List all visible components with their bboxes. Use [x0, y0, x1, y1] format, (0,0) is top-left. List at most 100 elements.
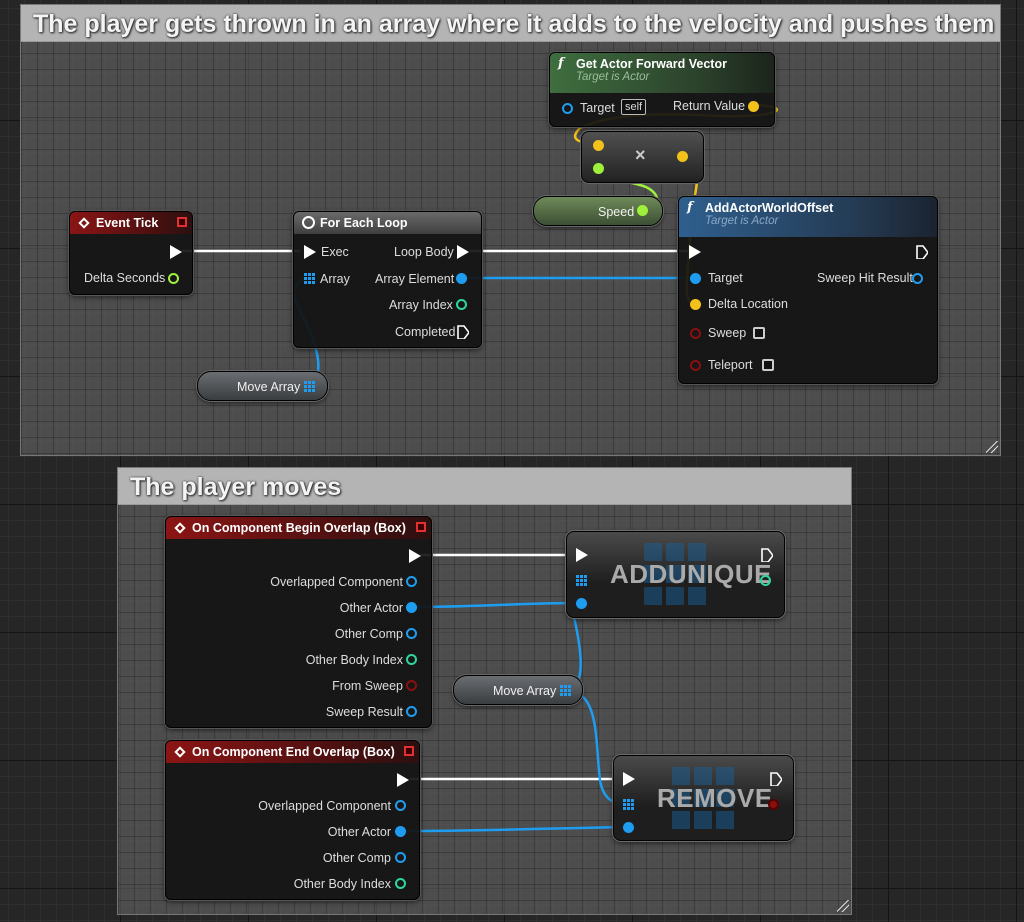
item-in-pin[interactable]: [623, 822, 634, 833]
array-watermark-icon: [672, 767, 734, 829]
array-grid-icon[interactable]: [623, 799, 634, 810]
pin-label: Other Actor: [339, 601, 403, 615]
exec-out-pin[interactable]: [397, 773, 409, 787]
resize-handle-icon[interactable]: [986, 441, 998, 453]
event-marker-icon: [177, 217, 187, 227]
exec-in-pin[interactable]: [304, 245, 316, 259]
end-overlap-title: On Component End Overlap (Box): [192, 745, 395, 759]
teleport-label: Teleport: [708, 358, 753, 372]
other-actor-pin[interactable]: [395, 826, 406, 837]
delta-location-pin[interactable]: [690, 299, 701, 310]
pin-label: Overlapped Component: [258, 799, 391, 813]
other-body-index-pin[interactable]: [395, 878, 406, 889]
array-grid-icon[interactable]: [304, 273, 315, 284]
move-array-label: Move Array: [237, 380, 301, 394]
delta-seconds-label: Delta Seconds: [84, 271, 166, 285]
event-tick-header[interactable]: Event Tick: [70, 212, 192, 234]
comment-title-top[interactable]: The player gets thrown in an array where…: [21, 5, 1000, 42]
sweep-result-pin[interactable]: [406, 706, 417, 717]
target-pin[interactable]: [690, 273, 701, 284]
pin-label: Overlapped Component: [270, 575, 403, 589]
event-tick-title: Event Tick: [96, 216, 159, 230]
target-pin[interactable]: [562, 103, 573, 114]
multiply-float-in-pin[interactable]: [593, 163, 604, 174]
sweep-hit-label: Sweep Hit Result: [817, 271, 913, 285]
overlapped-component-pin[interactable]: [395, 800, 406, 811]
add-offset-header[interactable]: f AddActorWorldOffset Target is Actor: [679, 197, 937, 237]
bool-out-pin[interactable]: [768, 799, 779, 810]
exec-out-pin[interactable]: [916, 245, 928, 259]
overlapped-component-pin[interactable]: [406, 576, 417, 587]
item-in-pin[interactable]: [576, 598, 587, 609]
pin-label: Other Actor: [327, 825, 391, 839]
multiply-symbol: ×: [635, 145, 646, 165]
move-array-variable-bottom[interactable]: Move Array: [453, 675, 583, 705]
completed-pin[interactable]: [457, 325, 469, 339]
move-array-variable-top[interactable]: Move Array: [197, 371, 328, 401]
function-icon: f: [687, 200, 693, 215]
remove-node[interactable]: REMOVE: [613, 755, 794, 841]
begin-overlap-node[interactable]: On Component Begin Overlap (Box) Overlap…: [165, 516, 432, 728]
exec-out-pin[interactable]: [761, 548, 773, 562]
get-actor-forward-vector-node[interactable]: f Get Actor Forward Vector Target is Act…: [549, 52, 775, 127]
exec-out-pin[interactable]: [170, 245, 182, 259]
array-grid-icon[interactable]: [560, 685, 571, 696]
end-overlap-header[interactable]: On Component End Overlap (Box): [166, 741, 419, 763]
array-element-pin[interactable]: [456, 273, 467, 284]
exec-out-pin[interactable]: [770, 772, 782, 786]
other-body-index-pin[interactable]: [406, 654, 417, 665]
teleport-checkbox[interactable]: [762, 359, 774, 371]
for-each-header[interactable]: For Each Loop: [294, 212, 481, 234]
sweep-checkbox[interactable]: [753, 327, 765, 339]
exec-in-pin[interactable]: [689, 245, 701, 259]
array-element-label: Array Element: [375, 272, 455, 286]
return-value-pin[interactable]: [748, 101, 759, 112]
sweep-hit-pin[interactable]: [912, 273, 923, 284]
add-unique-node[interactable]: ADDUNIQUE: [566, 531, 785, 618]
multiply-out-pin[interactable]: [677, 151, 688, 162]
event-marker-icon: [404, 746, 414, 756]
comment-title-bottom[interactable]: The player moves: [118, 468, 851, 505]
begin-overlap-header[interactable]: On Component Begin Overlap (Box): [166, 517, 431, 539]
exec-out-pin[interactable]: [409, 549, 421, 563]
remove-title: REMOVE: [657, 783, 773, 813]
pin-label: Other Body Index: [305, 653, 403, 667]
end-overlap-node[interactable]: On Component End Overlap (Box) Overlappe…: [165, 740, 420, 900]
target-label: Target: [708, 271, 743, 285]
sweep-pin[interactable]: [690, 328, 701, 339]
pin-label: Other Body Index: [293, 877, 391, 891]
delta-location-label: Delta Location: [708, 297, 788, 311]
teleport-pin[interactable]: [690, 360, 701, 371]
self-default-box[interactable]: self: [621, 99, 647, 115]
multiply-node[interactable]: ×: [581, 131, 704, 183]
from-sweep-pin[interactable]: [406, 680, 417, 691]
function-icon: f: [558, 56, 564, 71]
exec-in-pin[interactable]: [623, 772, 635, 786]
add-actor-world-offset-node[interactable]: f AddActorWorldOffset Target is Actor Ta…: [678, 196, 938, 384]
event-diamond-icon: [174, 746, 186, 758]
array-index-pin[interactable]: [456, 299, 467, 310]
other-actor-pin[interactable]: [406, 602, 417, 613]
array-watermark-icon: [644, 543, 706, 605]
speed-label: Speed: [598, 205, 635, 219]
for-each-loop-node[interactable]: For Each Loop Exec Loop Body Array Array…: [293, 211, 482, 348]
resize-handle-icon[interactable]: [837, 900, 849, 912]
exec-in-pin[interactable]: [576, 548, 588, 562]
multiply-vector-in-pin[interactable]: [593, 140, 604, 151]
index-out-pin[interactable]: [760, 575, 771, 586]
sweep-label: Sweep: [708, 326, 747, 340]
get-forward-header[interactable]: f Get Actor Forward Vector Target is Act…: [550, 53, 774, 93]
delta-seconds-pin[interactable]: [168, 273, 179, 284]
pin-label: Sweep Result: [325, 705, 403, 719]
other-comp-pin[interactable]: [395, 852, 406, 863]
get-forward-title: Get Actor Forward Vector: [576, 57, 727, 71]
other-comp-pin[interactable]: [406, 628, 417, 639]
array-grid-icon[interactable]: [304, 381, 315, 392]
array-label: Array: [320, 272, 350, 286]
event-tick-node[interactable]: Event Tick Delta Seconds: [69, 211, 193, 295]
exec-label: Exec: [321, 245, 349, 259]
loop-body-pin[interactable]: [457, 245, 469, 259]
speed-variable[interactable]: Speed: [533, 196, 663, 226]
speed-pin[interactable]: [637, 205, 648, 216]
array-grid-icon[interactable]: [576, 575, 587, 586]
